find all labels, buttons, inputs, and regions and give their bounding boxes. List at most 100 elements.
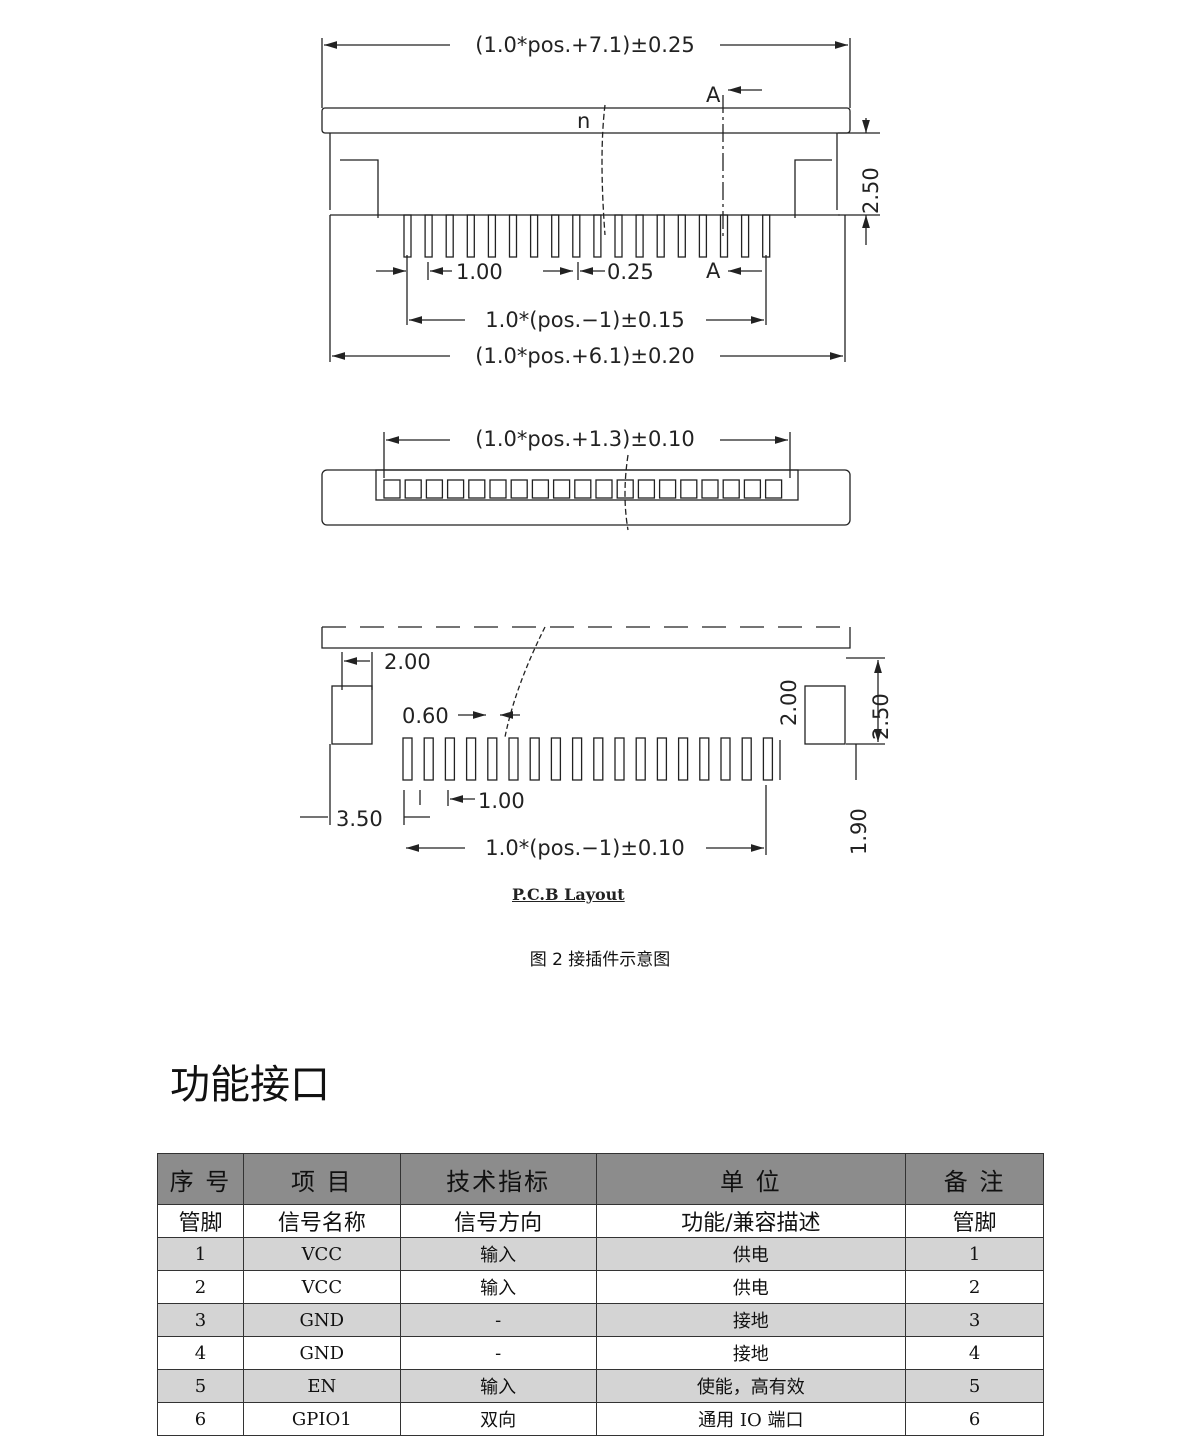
contact-slot [616, 479, 634, 499]
pin-function-table: 序 号 项 目 技术指标 单 位 备 注 管脚 信号名称 信号方向 功能/兼容描… [157, 1153, 1044, 1436]
contact-slot [468, 479, 486, 499]
table-cell: 5 [905, 1369, 1044, 1403]
pcb-pad [656, 737, 668, 781]
dim-gap: 1.90 [847, 808, 871, 855]
contact-slot [658, 479, 677, 499]
front-view-drawing: (1.0*pos.+1.3)±0.10 [321, 427, 851, 531]
contact-slot [404, 479, 422, 499]
table-cell: 接地 [595, 1336, 907, 1370]
section-mark-bottom: A [706, 259, 721, 283]
connector-pin [424, 214, 433, 258]
header-cell: 备 注 [905, 1153, 1044, 1205]
table-cell: 输入 [399, 1369, 597, 1403]
contact-slot [552, 479, 571, 499]
table-cell: GND [242, 1303, 401, 1337]
header-cell: 序 号 [157, 1153, 244, 1205]
table-cell: 6 [157, 1402, 244, 1436]
dim-pin-span: 1.0*(pos.−1)±0.15 [485, 308, 684, 332]
contact-slot [510, 479, 528, 499]
top-view-drawing: (1.0*pos.+7.1)±0.25 n A A 2.50 1.00 0.25… [321, 33, 883, 368]
contact-slot [489, 479, 507, 499]
table-cell: 4 [157, 1336, 244, 1370]
pcb-pad [741, 737, 752, 781]
table-cell: 通用 IO 端口 [595, 1402, 907, 1436]
connector-pin [508, 214, 518, 258]
contact-slot [680, 479, 698, 499]
section-title: 功能接口 [170, 1062, 330, 1108]
pcb-pad [720, 737, 731, 781]
table-cell: 供电 [595, 1237, 907, 1271]
table-cell: 双向 [399, 1402, 597, 1436]
pcb-layout-title: P.C.B Layout [512, 885, 625, 904]
contact-slot [574, 479, 592, 499]
table-header-row: 序 号 项 目 技术指标 单 位 备 注 [157, 1153, 1044, 1205]
subheader-cell: 信号方向 [399, 1204, 597, 1238]
dim-height: 2.50 [859, 167, 883, 214]
pcb-pad [508, 737, 519, 781]
connector-pin [762, 214, 771, 258]
dim-pcb-span: 1.0*(pos.−1)±0.10 [485, 836, 684, 860]
table-cell: 输入 [399, 1270, 597, 1304]
table-cell: 1 [905, 1237, 1044, 1271]
header-cell: 项 目 [242, 1153, 401, 1205]
subheader-cell: 管脚 [905, 1204, 1044, 1238]
contact-slot [446, 479, 465, 499]
table-cell: 1 [157, 1237, 244, 1271]
pcb-pad [699, 737, 710, 781]
pcb-pad [529, 737, 540, 781]
table-cell: 3 [905, 1303, 1044, 1337]
contact-slot [764, 479, 783, 499]
pcb-pad [571, 737, 583, 781]
connector-pin [635, 214, 644, 258]
pcb-pad [402, 737, 413, 781]
connector-pin [572, 214, 581, 258]
connector-drawings: (1.0*pos.+7.1)±0.25 n A A 2.50 1.00 0.25… [300, 33, 893, 860]
table-cell: - [399, 1303, 597, 1337]
dim-side-height: 2.50 [869, 693, 893, 740]
pcb-pad [465, 737, 477, 781]
subheader-cell: 信号名称 [242, 1204, 401, 1238]
dim-pitch: 1.00 [456, 260, 503, 284]
connector-pin [529, 214, 539, 258]
header-cell: 技术指标 [399, 1153, 597, 1205]
dim-pad-height: 2.00 [777, 679, 801, 726]
pcb-pad [550, 737, 562, 781]
table-cell: 输入 [399, 1237, 597, 1271]
contact-slot [701, 479, 719, 499]
dim-pcb-pitch: 1.00 [478, 789, 525, 813]
connector-pin [593, 214, 602, 258]
dim-overall-width: (1.0*pos.+7.1)±0.25 [475, 33, 694, 57]
pcb-pad [444, 737, 456, 781]
table-cell: VCC [242, 1237, 401, 1271]
pcb-pad [593, 737, 604, 781]
connector-pin [487, 214, 497, 258]
connector-pin [677, 214, 686, 258]
connector-pin [403, 214, 412, 258]
section-mark-top: A [706, 83, 721, 107]
pcb-pad [762, 737, 774, 781]
table-cell: GND [242, 1336, 401, 1370]
header-cell: 单 位 [595, 1153, 907, 1205]
pcb-pad [635, 737, 646, 781]
table-cell: 5 [157, 1369, 244, 1403]
pcb-layout-drawing: 2.00 0.60 2.00 2.50 1.90 3.50 1.00 1.0*(… [300, 626, 893, 860]
connector-pin [445, 214, 454, 258]
table-cell: 4 [905, 1336, 1044, 1370]
table-cell: 使能，高有效 [595, 1369, 907, 1403]
contact-slot [637, 479, 656, 499]
dim-front-width: (1.0*pos.+1.3)±0.10 [475, 427, 694, 451]
connector-pin [614, 214, 623, 258]
table-subheader-row: 管脚 信号名称 信号方向 功能/兼容描述 管脚 [157, 1204, 1044, 1238]
dim-body-width: (1.0*pos.+6.1)±0.20 [475, 344, 694, 368]
connector-pin [551, 214, 560, 258]
table-cell: GPIO1 [242, 1402, 401, 1436]
connector-pin [740, 214, 750, 258]
pcb-pad [614, 737, 625, 781]
dim-pin-width: 0.25 [607, 260, 654, 284]
dim-pad-width: 0.60 [402, 704, 449, 728]
contact-slot [722, 479, 740, 499]
